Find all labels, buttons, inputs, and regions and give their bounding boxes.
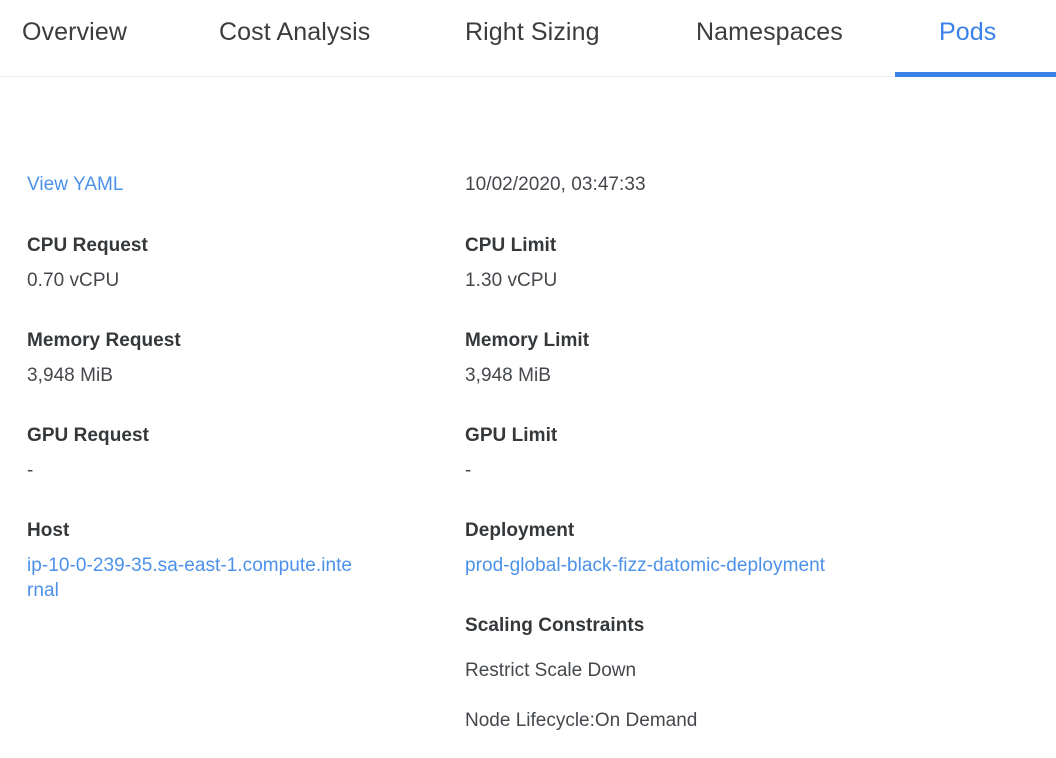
tab-right-sizing-label: Right Sizing (465, 18, 600, 46)
field-gpu-limit-label: GPU Limit (465, 425, 558, 446)
tab-pods-label: Pods (939, 18, 997, 46)
tab-namespaces-label: Namespaces (696, 18, 843, 46)
tab-namespaces[interactable]: Namespaces (696, 0, 843, 77)
field-cpu-limit-value: 1.30 vCPU (465, 270, 558, 291)
pod-timestamp: 10/02/2020, 03:47:33 (465, 174, 646, 195)
tab-overview-label: Overview (22, 18, 127, 46)
field-memory-limit: Memory Limit 3,948 MiB (465, 329, 885, 388)
scaling-constraints-label: Scaling Constraints (465, 615, 645, 636)
pod-detail-left-column: View YAML CPU Request 0.70 vCPU Memory R… (27, 77, 447, 603)
field-cpu-request-value: 0.70 vCPU (27, 270, 120, 291)
timestamp-row: 10/02/2020, 03:47:33 (465, 172, 885, 197)
field-host-value-link[interactable]: ip-10-0-239-35.sa-east-1.compute.interna… (27, 555, 353, 601)
field-memory-limit-value: 3,948 MiB (465, 365, 551, 386)
field-gpu-limit-value: - (465, 460, 472, 481)
field-host: Host ip-10-0-239-35.sa-east-1.compute.in… (27, 519, 447, 603)
field-memory-request-label: Memory Request (27, 330, 181, 351)
field-memory-limit-label: Memory Limit (465, 330, 590, 351)
field-cpu-request-label: CPU Request (27, 235, 148, 256)
field-deployment-value-link[interactable]: prod-global-black-fizz-datomic-deploymen… (465, 555, 826, 576)
active-tab-indicator (895, 72, 1056, 77)
tab-list: Overview Cost Analysis Right Sizing Name… (0, 0, 1056, 77)
tab-overview[interactable]: Overview (22, 0, 127, 77)
field-memory-request: Memory Request 3,948 MiB (27, 329, 447, 388)
pod-detail-right-column: 10/02/2020, 03:47:33 CPU Limit 1.30 vCPU… (465, 77, 885, 733)
field-gpu-request: GPU Request - (27, 424, 447, 483)
scaling-constraint-node-lifecycle: Node Lifecycle:On Demand (465, 710, 698, 731)
field-memory-request-value: 3,948 MiB (27, 365, 113, 386)
tab-cost-analysis[interactable]: Cost Analysis (219, 0, 370, 77)
field-host-label: Host (27, 520, 70, 541)
tab-cost-analysis-label: Cost Analysis (219, 18, 371, 46)
tab-pods[interactable]: Pods (895, 0, 1056, 77)
field-gpu-request-value: - (27, 460, 34, 481)
scaling-constraints-block: Scaling Constraints Restrict Scale Down … (465, 614, 885, 733)
pod-detail-panel: View YAML CPU Request 0.70 vCPU Memory R… (0, 77, 1056, 758)
field-deployment: Deployment prod-global-black-fizz-datomi… (465, 519, 885, 578)
view-yaml-link[interactable]: View YAML (27, 174, 124, 195)
field-cpu-limit-label: CPU Limit (465, 235, 557, 256)
field-cpu-request: CPU Request 0.70 vCPU (27, 234, 447, 293)
field-gpu-request-label: GPU Request (27, 425, 149, 446)
field-gpu-limit: GPU Limit - (465, 424, 885, 483)
tab-right-sizing[interactable]: Right Sizing (465, 0, 600, 77)
scaling-constraint-restrict-scale-down: Restrict Scale Down (465, 660, 637, 681)
field-deployment-label: Deployment (465, 520, 575, 541)
tab-bar: Overview Cost Analysis Right Sizing Name… (0, 0, 1056, 77)
view-yaml-row: View YAML (27, 172, 447, 197)
field-cpu-limit: CPU Limit 1.30 vCPU (465, 234, 885, 293)
